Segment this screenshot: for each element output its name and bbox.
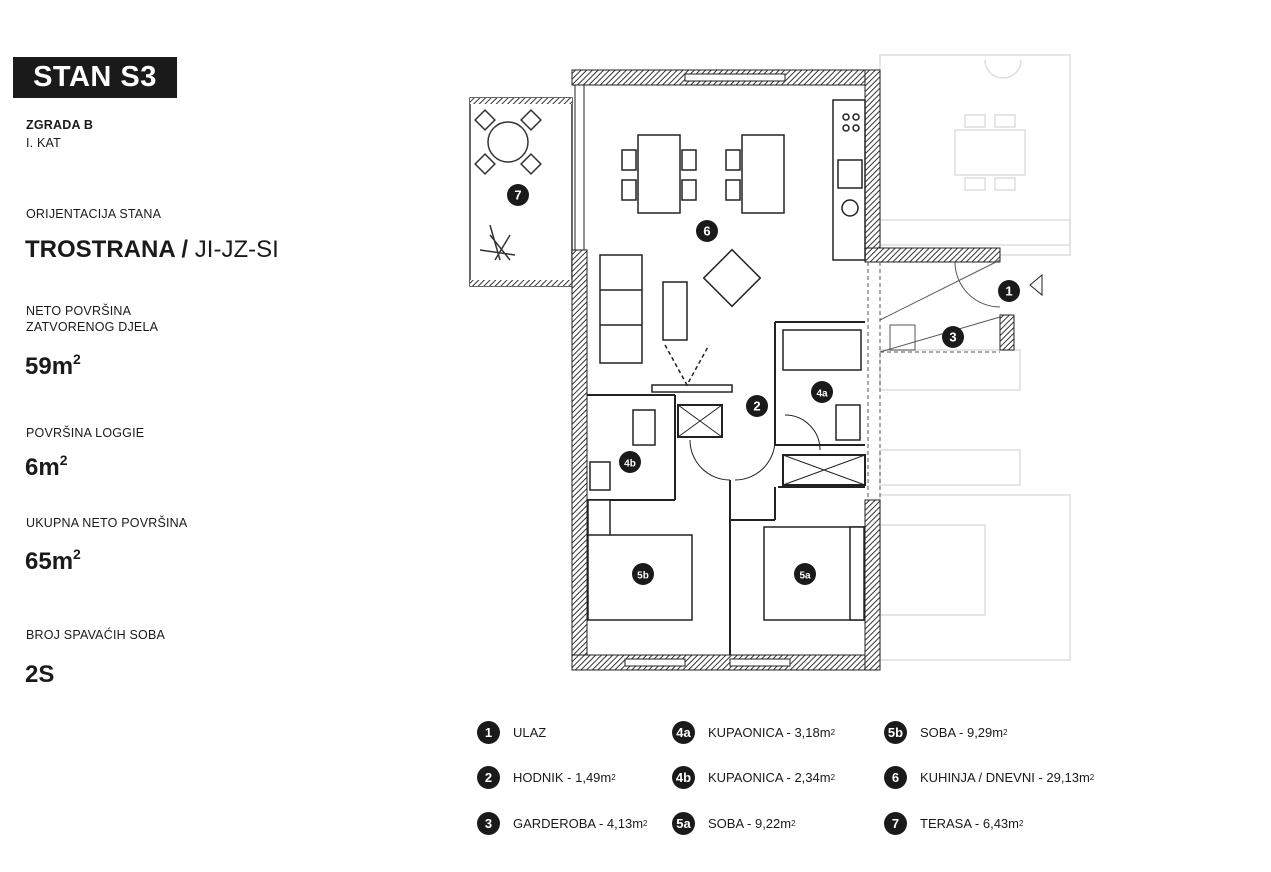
legend-text: KUPAONICA - 3,18m — [708, 725, 831, 740]
room-markers: 1 2 3 4a 4b 5a 5b 6 7 — [507, 184, 1020, 585]
legend-number: 4a — [672, 721, 695, 744]
entry-area — [867, 259, 1043, 500]
room-marker-label: 6 — [703, 224, 710, 239]
total-net-label: UKUPNA NETO POVRŠINA — [26, 516, 188, 530]
room-marker-label: 7 — [514, 188, 521, 203]
bedrooms-value: 2S — [25, 661, 55, 688]
legend-number: 6 — [884, 766, 907, 789]
legend-number: 5b — [884, 721, 907, 744]
room-marker-4a — [811, 381, 833, 403]
total-net-value: 65m2 — [25, 546, 81, 576]
orientation-label: ORIJENTACIJA STANA — [26, 207, 162, 221]
net-closed-number: 59m — [25, 353, 74, 380]
floor-label: I. KAT — [26, 136, 62, 150]
orientation-directions: JI-JZ-SI — [194, 236, 279, 263]
room-marker-5b — [632, 563, 654, 585]
legend-sup: 2 — [830, 773, 836, 782]
legend-sup: 2 — [1003, 728, 1008, 737]
walls — [571, 69, 1015, 671]
room-marker-5a — [794, 563, 816, 585]
room-marker-label: 2 — [753, 399, 760, 414]
loggia-number: 6m — [25, 454, 60, 481]
legend-sup: 2 — [1089, 773, 1095, 782]
legend-text: KUHINJA / DNEVNI - 29,13m — [920, 770, 1090, 785]
legend-text: TERASA - 6,43m — [920, 816, 1019, 831]
net-closed-sup: 2 — [73, 351, 81, 367]
apartment-title: STAN S3 — [13, 57, 177, 98]
legend-sup: 2 — [611, 773, 616, 782]
total-net-number: 65m — [25, 548, 74, 575]
room-marker-4b — [619, 451, 641, 473]
room-marker-label: 4b — [624, 459, 636, 470]
room-marker-label: 4a — [816, 389, 828, 400]
legend-sup: 2 — [1018, 819, 1024, 828]
loggia-label: POVRŠINA LOGGIE — [26, 426, 145, 440]
net-closed-label-2: ZATVORENOG DJELA — [26, 320, 159, 334]
legend-text: HODNIK - 1,49m — [513, 770, 612, 785]
room-marker-label: 5a — [799, 571, 811, 582]
legend-number: 3 — [477, 812, 500, 835]
legend-number: 5a — [672, 812, 695, 835]
legend-text: GARDEROBA - 4,13m — [513, 816, 644, 831]
room-marker-1 — [998, 280, 1020, 302]
room-marker-2 — [746, 395, 768, 417]
room-marker-label: 5b — [637, 571, 649, 582]
legend-text: ULAZ — [513, 725, 547, 740]
legend-sup: 2 — [830, 728, 836, 737]
room-marker-7 — [507, 184, 529, 206]
interior-walls — [587, 321, 866, 655]
orientation-value: TROSTRANA / JI-JZ-SI — [25, 236, 279, 264]
room-marker-label: 1 — [1005, 284, 1012, 299]
room-marker-3 — [942, 326, 964, 348]
legend-number: 4b — [672, 766, 695, 789]
legend-text: KUPAONICA - 2,34m — [708, 770, 831, 785]
net-closed-label-1: NETO POVRŠINA — [26, 304, 132, 318]
loggia-sup: 2 — [59, 452, 68, 468]
room-marker-label: 3 — [949, 330, 956, 345]
bedrooms-label: BROJ SPAVAĆIH SOBA — [26, 628, 166, 642]
terrace — [469, 97, 573, 287]
neighbour-apartment-faded — [879, 54, 1071, 661]
total-net-sup: 2 — [73, 546, 81, 562]
legend-sup: 2 — [643, 819, 648, 828]
orientation-type: TROSTRANA / — [25, 236, 189, 263]
legend-number: 1 — [477, 721, 500, 744]
building-label: ZGRADA B — [26, 118, 94, 132]
room-marker-6 — [696, 220, 718, 242]
loggia-value: 6m2 — [25, 452, 68, 482]
furniture — [587, 99, 866, 621]
legend-text: SOBA - 9,29m — [920, 725, 1004, 740]
net-closed-value: 59m2 — [25, 351, 81, 381]
legend-sup: 2 — [791, 819, 796, 828]
legend-item: 1 ULAZ — [477, 721, 546, 744]
legend-number: 2 — [477, 766, 500, 789]
legend-number: 7 — [884, 812, 907, 835]
legend-text: SOBA - 9,22m — [708, 816, 792, 831]
